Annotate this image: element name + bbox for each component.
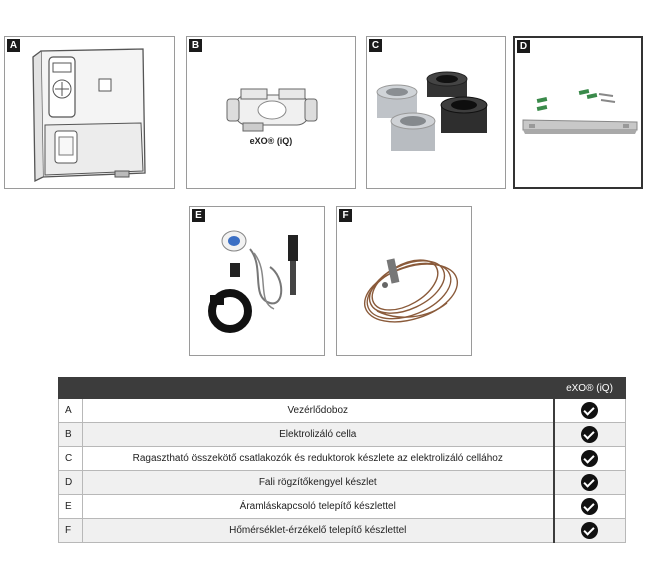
table-row: E Áramláskapcsoló telepítő készlettel bbox=[58, 494, 626, 519]
flow-switch-image bbox=[208, 230, 298, 333]
row-included bbox=[552, 494, 626, 519]
table-header-blank bbox=[58, 377, 554, 399]
cell-model-caption: eXO® (iQ) bbox=[249, 136, 293, 146]
table-header-model: eXO® (iQ) bbox=[553, 377, 626, 399]
panel-letter: F bbox=[339, 209, 352, 222]
table-row: B Elektrolizáló cella bbox=[58, 422, 626, 447]
panel-letter: D bbox=[517, 40, 530, 53]
row-letter: B bbox=[58, 422, 83, 447]
table-row: C Ragasztható összekötő csatlakozók és r… bbox=[58, 446, 626, 471]
wall-bracket-image bbox=[522, 89, 638, 134]
row-description: Áramláskapcsoló telepítő készlettel bbox=[82, 494, 554, 519]
parts-table: eXO® (iQ) A Vezérlődoboz B Elektrolizáló… bbox=[58, 377, 626, 543]
row-description: Hőmérséklet-érzékelő telepítő készlettel bbox=[82, 518, 554, 543]
temperature-sensor-image bbox=[363, 258, 459, 323]
row-included bbox=[552, 446, 626, 471]
row-included bbox=[552, 422, 626, 447]
check-circle-icon bbox=[581, 426, 599, 443]
row-letter: C bbox=[58, 446, 83, 471]
row-description: Ragasztható összekötő csatlakozók és red… bbox=[82, 446, 554, 471]
check-circle-icon bbox=[581, 498, 599, 515]
row-description: Elektrolizáló cella bbox=[82, 422, 554, 447]
panel-letter: E bbox=[192, 209, 205, 222]
check-circle-icon bbox=[581, 450, 599, 467]
check-circle-icon bbox=[581, 402, 599, 419]
panel-letter: C bbox=[369, 39, 382, 52]
table-header-row: eXO® (iQ) bbox=[58, 377, 626, 399]
row-description: Vezérlődoboz bbox=[82, 398, 554, 423]
table-row: D Fali rögzítőkengyel készlet bbox=[58, 470, 626, 495]
connectors-image bbox=[376, 71, 488, 151]
table-row: F Hőmérséklet-érzékelő telepítő készlett… bbox=[58, 518, 626, 543]
panel-d-wall-bracket: D bbox=[513, 36, 643, 189]
panel-c-connectors: C bbox=[366, 36, 506, 189]
panel-e-flow-switch: E bbox=[189, 206, 325, 356]
row-included bbox=[552, 398, 626, 423]
electrolysis-cell-image bbox=[226, 88, 318, 132]
row-included bbox=[552, 470, 626, 495]
panel-f-temperature-sensor: F bbox=[336, 206, 472, 356]
check-circle-icon bbox=[581, 474, 599, 491]
panel-letter: A bbox=[7, 39, 20, 52]
row-letter: E bbox=[58, 494, 83, 519]
row-letter: A bbox=[58, 398, 83, 423]
row-included bbox=[552, 518, 626, 543]
row-description: Fali rögzítőkengyel készlet bbox=[82, 470, 554, 495]
row-letter: F bbox=[58, 518, 83, 543]
check-circle-icon bbox=[581, 522, 599, 539]
row-letter: D bbox=[58, 470, 83, 495]
panel-letter: B bbox=[189, 39, 202, 52]
control-box-image bbox=[32, 48, 146, 183]
panel-a-control-box: A bbox=[4, 36, 175, 189]
table-row: A Vezérlődoboz bbox=[58, 398, 626, 423]
panel-b-electrolysis-cell: B eXO® (iQ) bbox=[186, 36, 356, 189]
